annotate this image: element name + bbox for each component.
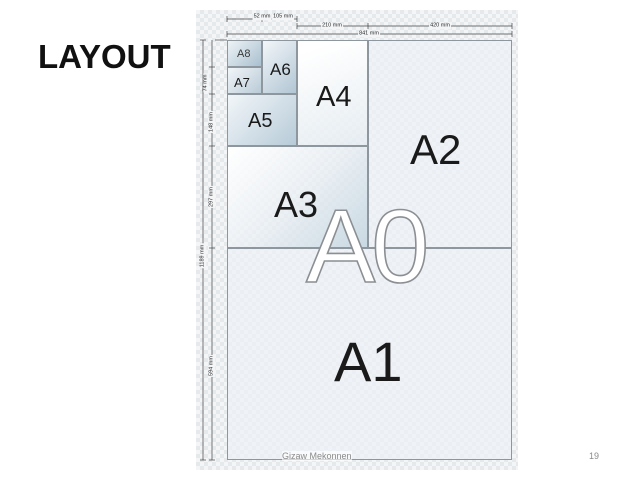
a1-label: A1 (334, 330, 403, 393)
dim-297mm: 297 mm (208, 186, 215, 208)
a5-label: A5 (248, 110, 273, 132)
dim-1189mm: 1189 mm (199, 243, 206, 269)
a6-sheet: A6 (262, 40, 297, 94)
a3-sheet: A3 (227, 146, 368, 248)
footer-author: Gizaw Mekonnen (282, 451, 352, 461)
a2-sheet: A2 (368, 40, 512, 248)
dim-148mm: 148 mm (208, 111, 215, 133)
a7-label: A7 (234, 75, 250, 90)
dim-74mm: 74 mm (202, 73, 209, 93)
a8-label: A8 (237, 48, 251, 60)
a0-label: A0 (305, 189, 430, 305)
dim-594mm: 594 mm (208, 355, 215, 377)
dim-420mm: 420 mm (429, 22, 451, 29)
dim-52mm: 52 mm (252, 13, 272, 20)
a6-label: A6 (270, 60, 291, 79)
dim-105mm: 105 mm (272, 13, 294, 20)
a4-sheet: A4 (297, 40, 368, 146)
a4-label: A4 (316, 81, 352, 113)
a5-sheet: A5 (227, 94, 297, 146)
dim-210mm: 210 mm (321, 22, 343, 29)
a8-sheet: A8 (227, 40, 262, 67)
a7-sheet: A7 (227, 67, 262, 94)
page-number: 19 (589, 451, 600, 461)
slide-title: LAYOUT (38, 38, 171, 75)
a3-label: A3 (274, 184, 319, 225)
dim-841mm: 841 mm (358, 30, 380, 37)
a2-label: A2 (410, 126, 462, 173)
a1-sheet: A1 (227, 248, 512, 460)
